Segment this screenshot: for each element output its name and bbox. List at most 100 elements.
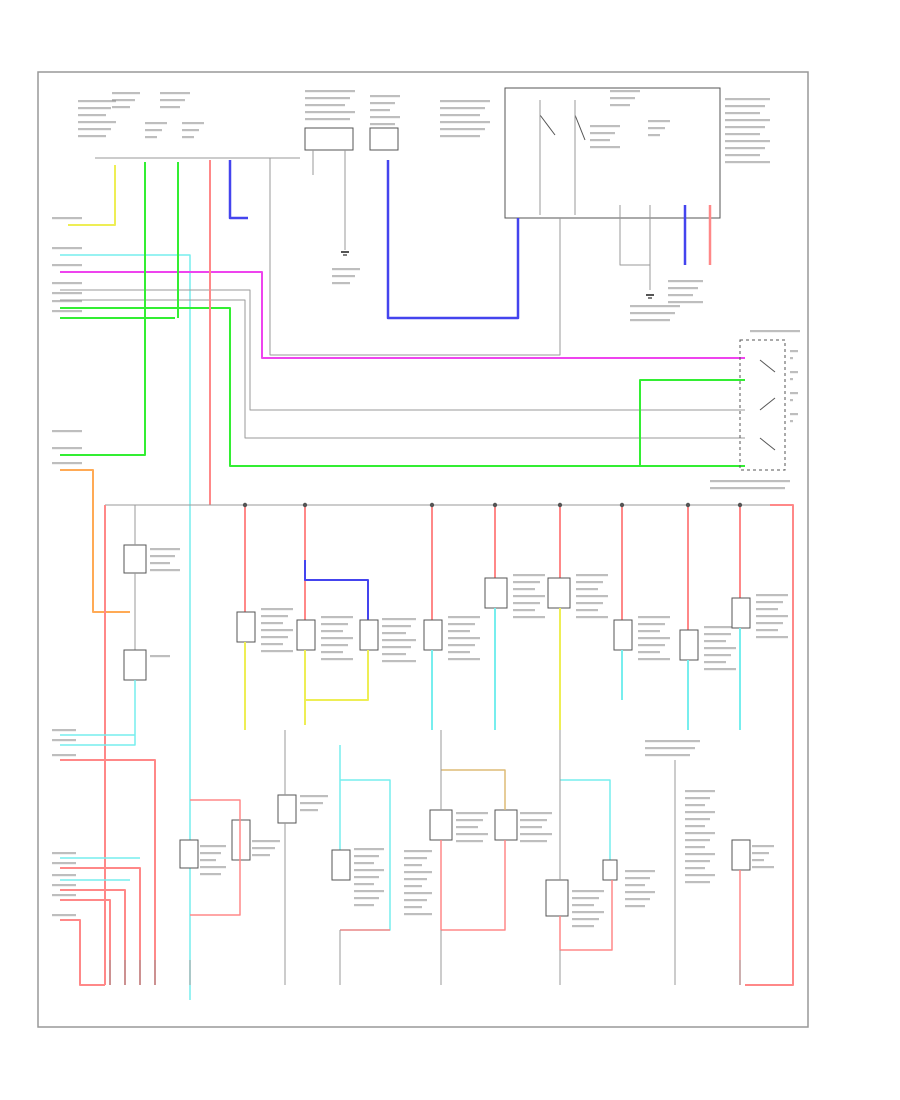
- component-label: [625, 898, 650, 901]
- wire-red: [559, 880, 613, 951]
- wire-red: [745, 504, 794, 986]
- component-label: [150, 655, 170, 658]
- component-label: [404, 885, 422, 888]
- wire-red: [60, 899, 111, 985]
- wire-code-label: [52, 310, 82, 313]
- wire-yellow: [305, 650, 369, 701]
- switch-label: [750, 330, 800, 333]
- switch-assembly-outline: [739, 339, 786, 471]
- component-label: [200, 859, 216, 862]
- connector-label: [160, 106, 180, 109]
- component-label: [756, 594, 788, 597]
- component-label: [572, 890, 604, 893]
- wire-gray: [269, 158, 561, 356]
- module-label: [440, 114, 480, 117]
- component-label: [645, 754, 690, 757]
- connector-label: [78, 128, 111, 131]
- connector-label: [78, 107, 111, 110]
- module-label: [725, 126, 765, 129]
- component-label: [354, 862, 374, 865]
- component-label: [448, 630, 470, 633]
- component-lower: [429, 809, 453, 841]
- ground-label: [630, 319, 670, 322]
- component-label: [200, 866, 226, 869]
- component-branch: [423, 619, 443, 651]
- component-label: [321, 658, 353, 661]
- component-label: [354, 883, 374, 886]
- component-label: [576, 595, 608, 598]
- component-label: [685, 881, 710, 884]
- component-label: [354, 890, 384, 893]
- switch-label-vertical: [790, 371, 798, 374]
- wire-gray: [619, 205, 650, 266]
- component-label: [520, 833, 552, 836]
- component-label: [704, 626, 736, 629]
- module-label: [440, 128, 485, 131]
- component-lower: [231, 819, 251, 861]
- wire-green: [639, 379, 745, 466]
- component-label: [704, 654, 731, 657]
- wire-yellow: [68, 165, 116, 226]
- wire-red: [60, 919, 105, 986]
- module-label: [370, 102, 395, 105]
- component-label: [685, 804, 705, 807]
- component-label: [448, 637, 480, 640]
- ground-label: [332, 268, 360, 271]
- component-label: [513, 574, 545, 577]
- module-label: [370, 95, 400, 98]
- bus-label: [710, 487, 785, 490]
- component-label: [520, 812, 552, 815]
- wire-code-label: [52, 217, 82, 220]
- module-label: [370, 109, 390, 112]
- module-label: [440, 121, 490, 124]
- module-label: [305, 90, 355, 93]
- relay-left: [123, 544, 147, 574]
- component-label: [638, 637, 670, 640]
- component-label: [382, 625, 411, 628]
- module-label: [440, 135, 480, 138]
- wire-tan: [441, 769, 506, 810]
- component-label: [625, 870, 655, 873]
- wire-code-label: [52, 739, 76, 742]
- body-control-module-outline: [504, 87, 721, 219]
- wire-code-label: [52, 430, 82, 433]
- switch-label-vertical: [790, 357, 793, 360]
- component-label: [321, 651, 343, 654]
- component-label: [513, 602, 540, 605]
- connector-label: [182, 136, 194, 139]
- junction-dot: [557, 502, 563, 508]
- junction-dot: [737, 502, 743, 508]
- switch-label-vertical: [790, 413, 798, 416]
- component-label: [685, 811, 715, 814]
- wire-red: [60, 889, 126, 985]
- switch-label-vertical: [790, 399, 793, 402]
- component-label: [576, 588, 598, 591]
- component-branch: [613, 619, 633, 651]
- component-label: [638, 623, 665, 626]
- component-label: [704, 661, 726, 664]
- component-label: [576, 616, 608, 619]
- component-label: [448, 623, 475, 626]
- component-label: [752, 845, 774, 848]
- wire-code-label: [52, 282, 82, 285]
- component-label: [638, 658, 670, 661]
- wire-code-label: [52, 292, 82, 295]
- component-label: [520, 840, 547, 843]
- component-label: [261, 615, 288, 618]
- component-label: [513, 588, 535, 591]
- component-label: [321, 623, 348, 626]
- component-label: [520, 819, 547, 822]
- component-label: [448, 658, 480, 661]
- module-center-top: [304, 127, 354, 151]
- component-label: [456, 833, 488, 836]
- component-label: [300, 795, 328, 798]
- component-label: [685, 818, 710, 821]
- component-label: [404, 899, 427, 902]
- connector-label: [78, 121, 116, 124]
- component-label: [382, 618, 416, 621]
- component-label: [685, 867, 705, 870]
- wire-red: [190, 799, 241, 916]
- component-label: [685, 874, 715, 877]
- module-label: [648, 120, 670, 123]
- component-label: [404, 878, 427, 881]
